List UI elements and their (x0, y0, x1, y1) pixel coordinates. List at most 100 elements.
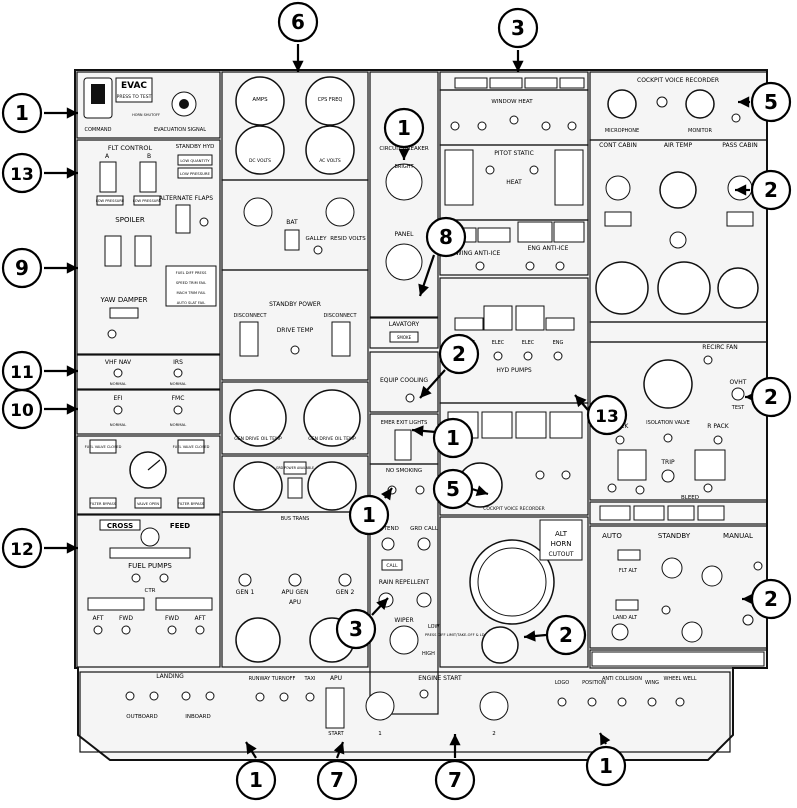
right-aft-pump-switch[interactable] (196, 626, 204, 634)
flt-alt-knob[interactable] (612, 624, 628, 640)
window-heat-pwr-test-switch[interactable] (510, 116, 518, 124)
dc-meter-selector[interactable] (244, 198, 272, 226)
alternate-flaps-arm-switch[interactable] (176, 205, 190, 233)
hyd-eng-2-switch[interactable] (554, 352, 562, 360)
apu-egt-gauge (236, 618, 280, 662)
engine-2-start-selector[interactable] (480, 692, 508, 720)
eng-anti-ice-2-switch[interactable] (556, 262, 564, 270)
spoiler-a-switch[interactable] (105, 236, 121, 266)
valve-switch[interactable] (754, 562, 762, 570)
runway-turnoff-r-switch[interactable] (280, 693, 288, 701)
l-pack-switch[interactable] (616, 436, 624, 444)
wing-anti-ice-label: WING ANTI-ICE (456, 250, 501, 257)
fmc-switch[interactable] (174, 406, 182, 414)
air-temp-source-selector[interactable] (670, 232, 686, 248)
flt-control-a-switch[interactable] (100, 162, 116, 192)
hyd-overheat-2 (516, 306, 544, 330)
wheel-well-label: WHEEL WELL (663, 676, 696, 682)
spoiler-b-switch[interactable] (135, 236, 151, 266)
window-heat-r-side-switch[interactable] (568, 122, 576, 130)
cont-cabin-temp-selector[interactable] (606, 176, 630, 200)
ctr-pump-r-switch[interactable] (160, 574, 168, 582)
emer-exit-lights-guard[interactable] (395, 430, 411, 460)
alternate-flaps-updown-switch[interactable] (200, 218, 208, 226)
wiper-selector[interactable] (390, 626, 418, 654)
ac-dc-switch[interactable] (743, 615, 753, 625)
flt-control-b-switch[interactable] (140, 162, 156, 192)
ctr-pump-l-switch[interactable] (132, 574, 140, 582)
wheel-well-light-switch[interactable] (676, 698, 684, 706)
cabin-rate-selector[interactable] (662, 558, 682, 578)
cvr-erase-button[interactable] (562, 471, 570, 479)
standby-label: STANDBY (658, 532, 691, 540)
landing-inboard-l-switch[interactable] (182, 692, 190, 700)
window-heat-l-side-switch[interactable] (451, 122, 459, 130)
ac-meter-selector[interactable] (326, 198, 354, 226)
window-heat-l-fwd-switch[interactable] (478, 122, 486, 130)
taxi-light-switch[interactable] (306, 693, 314, 701)
cvr-test-button[interactable] (536, 471, 544, 479)
apu-gen-label: APU GEN (282, 589, 309, 596)
efi-switch[interactable] (114, 406, 122, 414)
cvr-erase-switch[interactable] (732, 114, 740, 122)
crossfeed-knob[interactable] (141, 528, 159, 546)
cab-alt-switch[interactable] (662, 606, 670, 614)
gen-2-switch[interactable] (339, 574, 351, 586)
yaw-damper-switch[interactable] (108, 330, 116, 338)
isolation-valve-switch[interactable] (664, 434, 672, 442)
r-pack-switch[interactable] (714, 436, 722, 444)
rain-repellent-right-button[interactable] (417, 593, 431, 607)
command-switch[interactable] (91, 84, 105, 104)
bat-switch[interactable] (285, 230, 299, 250)
position-light-switch[interactable] (588, 698, 596, 706)
disconnect-2-guard[interactable] (332, 322, 350, 356)
bleed-1-switch[interactable] (608, 484, 616, 492)
apu-gen-switch[interactable] (289, 574, 301, 586)
hyd-elec-1-switch[interactable] (524, 352, 532, 360)
irs-switch[interactable] (174, 369, 182, 377)
ignition-select-switch[interactable] (420, 690, 428, 698)
fmc-normal-label: NORMAL (170, 422, 187, 427)
cvr-headset-jack[interactable] (657, 97, 667, 107)
attend-button[interactable] (382, 538, 394, 550)
left-aft-pump-switch[interactable] (94, 626, 102, 634)
wing-light-switch[interactable] (648, 698, 656, 706)
fo-pitot-lights (555, 150, 583, 205)
pitot-b-switch[interactable] (530, 166, 538, 174)
disconnect-1-guard[interactable] (240, 322, 258, 356)
trip-reset-button[interactable] (662, 470, 674, 482)
recirc-fan-switch[interactable] (704, 356, 712, 364)
grd-call-button[interactable] (418, 538, 430, 550)
wing-anti-ice-switch[interactable] (476, 262, 484, 270)
hyd-elec-2-switch[interactable] (494, 352, 502, 360)
galley-switch[interactable] (314, 246, 322, 254)
flt-alt-window[interactable] (618, 550, 640, 560)
landing-inboard-r-switch[interactable] (206, 692, 214, 700)
pitot-a-switch[interactable] (486, 166, 494, 174)
fasten-belts-switch[interactable] (416, 486, 424, 494)
landing-outboard-l-switch[interactable] (126, 692, 134, 700)
ovht-test-button[interactable] (732, 388, 744, 400)
pressurization-mode-selector[interactable] (682, 622, 702, 642)
right-fwd-pump-switch[interactable] (168, 626, 176, 634)
gen-1-switch[interactable] (239, 574, 251, 586)
landing-outboard-r-switch[interactable] (150, 692, 158, 700)
anti-collision-switch[interactable] (618, 698, 626, 706)
runway-turnoff-l-switch[interactable] (256, 693, 264, 701)
eng-anti-ice-1-switch[interactable] (526, 262, 534, 270)
engine-1-label: 1 (378, 731, 382, 737)
drive-temp-switch[interactable] (291, 346, 299, 354)
vhf-nav-switch[interactable] (114, 369, 122, 377)
equip-cooling-switch[interactable] (406, 394, 414, 402)
bleed-2-switch[interactable] (704, 484, 712, 492)
land-alt-window[interactable] (616, 600, 638, 610)
window-heat-r-fwd-switch[interactable] (542, 122, 550, 130)
grd-power-switch[interactable] (288, 478, 302, 498)
engine-1-start-selector[interactable] (366, 692, 394, 720)
logo-light-switch[interactable] (558, 698, 566, 706)
panel-dimmer[interactable] (386, 244, 422, 280)
apu-start-switch[interactable] (326, 688, 344, 728)
apu-bleed-switch[interactable] (636, 486, 644, 494)
left-fwd-pump-switch[interactable] (122, 626, 130, 634)
fwd-aft-cargo-lights (516, 412, 546, 438)
